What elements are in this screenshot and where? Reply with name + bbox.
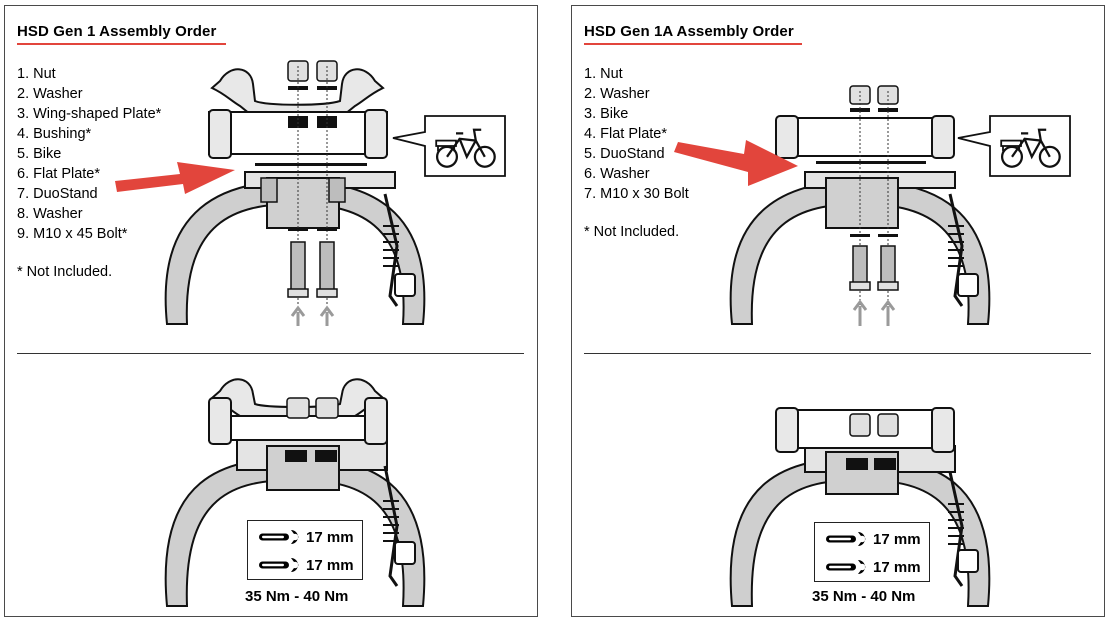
gen1-steps-list: 1. Nut 2. Washer 3. Wing-shaped Plate* 4…: [17, 64, 161, 244]
step-item: 1. Nut: [17, 66, 56, 82]
title-underline: [17, 43, 226, 45]
step-item: 7. DuoStand: [17, 186, 98, 202]
tool-size-box: 17 mm 17 mm: [247, 520, 363, 580]
step-item: 6. Washer: [584, 166, 650, 182]
red-arrow-icon: [115, 162, 235, 194]
gen1a-title: HSD Gen 1A Assembly Order: [584, 23, 794, 40]
panel-divider: [17, 353, 524, 354]
panel-divider: [584, 353, 1091, 354]
wrench-icon: [823, 531, 867, 547]
step-item: 7. M10 x 30 Bolt: [584, 186, 689, 202]
wrench-icon: [256, 557, 300, 573]
gen1-exploded-diagram: [115, 60, 506, 607]
step-item: 9. M10 x 45 Bolt*: [17, 226, 128, 242]
step-item: 5. Bike: [17, 146, 62, 162]
wrench-icon: [256, 529, 300, 545]
step-item: 2. Washer: [584, 86, 650, 102]
gen1a-steps-list: 1. Nut 2. Washer 3. Bike 4. Flat Plate* …: [584, 64, 689, 204]
gen1a-panel: HSD Gen 1A Assembly Order 1. Nut 2. Wash…: [571, 5, 1105, 617]
torque-spec: 35 Nm - 40 Nm: [812, 588, 916, 605]
step-item: 4. Bushing*: [17, 126, 92, 142]
gen1a-exploded-diagram: [674, 85, 1071, 607]
step-item: 3. Bike: [584, 106, 629, 122]
tool-row: 17 mm: [256, 525, 354, 549]
tool-size-label: 17 mm: [306, 528, 354, 546]
tool-row: 17 mm: [823, 555, 921, 579]
title-underline: [584, 43, 802, 45]
tool-size-box: 17 mm 17 mm: [814, 522, 930, 582]
gen1-title: HSD Gen 1 Assembly Order: [17, 23, 217, 40]
tool-size-label: 17 mm: [306, 556, 354, 574]
step-item: 4. Flat Plate*: [584, 126, 668, 142]
step-item: 6. Flat Plate*: [17, 166, 101, 182]
gen1-panel: HSD Gen 1 Assembly Order 1. Nut 2. Washe…: [4, 5, 538, 617]
tool-size-label: 17 mm: [873, 558, 921, 576]
tool-size-label: 17 mm: [873, 530, 921, 548]
red-arrow-icon: [674, 140, 798, 186]
step-item: 3. Wing-shaped Plate*: [17, 106, 162, 122]
not-included-note: * Not Included.: [584, 224, 680, 240]
wrench-icon: [823, 559, 867, 575]
not-included-note: * Not Included.: [17, 264, 113, 280]
step-item: 1. Nut: [584, 66, 623, 82]
step-item: 5. DuoStand: [584, 146, 665, 162]
step-item: 2. Washer: [17, 86, 83, 102]
torque-spec: 35 Nm - 40 Nm: [245, 588, 349, 605]
step-item: 8. Washer: [17, 206, 83, 222]
tool-row: 17 mm: [256, 553, 354, 577]
tool-row: 17 mm: [823, 527, 921, 551]
